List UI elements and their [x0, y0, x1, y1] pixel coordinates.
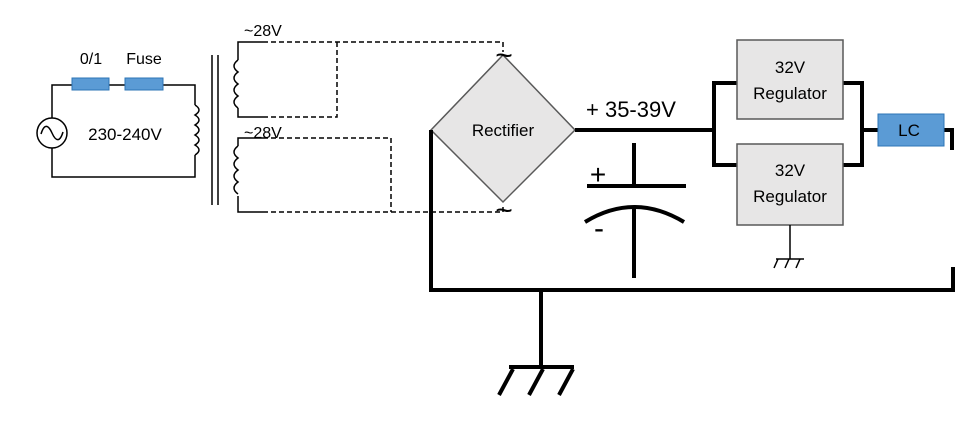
rectifier-block[interactable]	[429, 53, 577, 204]
regulator-top-block[interactable]	[736, 39, 844, 120]
secondary-circuit	[237, 41, 263, 213]
dc-wiring	[429, 81, 955, 367]
tilde-bottom-icon: ~	[495, 194, 513, 227]
primary-circuit	[51, 84, 196, 178]
mains-voltage-label: 230-240V	[88, 125, 162, 144]
switch-label: 0/1	[80, 51, 102, 68]
dashed-wiring	[263, 41, 504, 213]
regulator-top-line2: Regulator	[753, 84, 827, 103]
fuse-component[interactable]	[124, 77, 164, 91]
rectifier-label: Rectifier	[472, 121, 535, 140]
primary-coil-icon	[193, 104, 200, 156]
ac-source-icon	[36, 117, 68, 149]
regulator-top-line1: 32V	[775, 58, 806, 77]
capacitor-plus-label: +	[590, 159, 606, 190]
regulator-bottom-line2: Regulator	[753, 187, 827, 206]
capacitor-minus-label: -	[594, 212, 604, 245]
fuse-label: Fuse	[126, 51, 162, 68]
switch-component[interactable]	[71, 77, 110, 91]
secondary-top-label: ~28V	[244, 23, 282, 40]
tilde-top-icon: ~	[495, 39, 513, 72]
transformer-core	[211, 55, 219, 205]
secondary-coil-top-icon	[233, 59, 240, 109]
regulator-ground-icon	[773, 225, 804, 269]
dc-voltage-label: + 35-39V	[586, 97, 676, 122]
capacitor-icon	[583, 143, 686, 278]
regulator-bottom-line1: 32V	[775, 161, 806, 180]
lc-label: LC	[898, 121, 920, 140]
lc-block[interactable]	[877, 113, 945, 147]
secondary-coil-bottom-icon	[233, 145, 240, 195]
regulator-bottom-block[interactable]	[736, 143, 844, 226]
secondary-bottom-label: ~28V	[244, 125, 282, 142]
main-ground-icon	[497, 365, 575, 396]
